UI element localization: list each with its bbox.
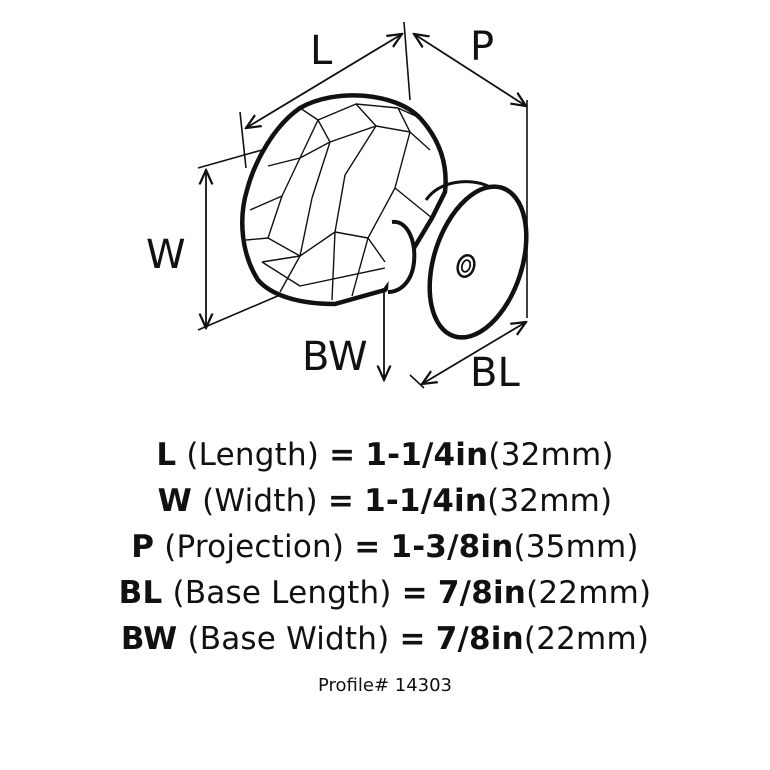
spec-metric-value: (32mm) xyxy=(487,483,613,519)
spec-description: (Length) xyxy=(186,437,320,473)
spec-equals: = xyxy=(399,621,426,657)
profile-number: Profile# 14303 xyxy=(317,675,453,696)
spec-code: W xyxy=(157,483,193,519)
length-dimension-line xyxy=(246,34,402,128)
base-length-dimension-line xyxy=(422,322,526,384)
spec-metric-value: (35mm) xyxy=(513,529,639,565)
spec-code: BW xyxy=(120,621,178,657)
spec-imperial-value: 1-3/8in xyxy=(390,529,514,565)
label-width: W xyxy=(146,232,186,278)
knob-neck xyxy=(387,219,417,294)
spec-description: (Base Length) xyxy=(172,575,392,611)
spec-metric-value: (22mm) xyxy=(526,575,652,611)
spec-equals: = xyxy=(327,483,355,519)
spec-description: (Base Width) xyxy=(187,621,390,657)
spec-metric-value: (32mm) xyxy=(488,437,614,473)
spec-equals: = xyxy=(354,529,381,565)
knob-base xyxy=(424,180,529,340)
spec-imperial-value: 7/8in xyxy=(435,621,524,657)
label-base-width: BW xyxy=(302,334,368,380)
knob-head xyxy=(240,93,448,307)
spec-base-width: BW (Base Width) = 7/8in(22mm) xyxy=(0,616,770,662)
spec-equals: = xyxy=(401,575,428,611)
label-projection: P xyxy=(470,24,494,70)
spec-equals: = xyxy=(329,437,356,473)
spec-code: L xyxy=(156,437,177,473)
spec-description: (Width) xyxy=(202,483,318,519)
spec-projection: P (Projection) = 1-3/8in(35mm) xyxy=(0,524,770,570)
spec-description: (Projection) xyxy=(164,529,345,565)
dimension-spec-list: L (Length) = 1-1/4in(32mm) W (Width) = 1… xyxy=(0,432,770,662)
label-base-length: BL xyxy=(470,350,520,396)
spec-imperial-value: 1-1/4in xyxy=(364,483,488,519)
spec-code: BL xyxy=(118,575,163,611)
spec-metric-value: (22mm) xyxy=(523,621,650,657)
projection-dimension-line xyxy=(414,34,526,106)
spec-width: W (Width) = 1-1/4in(32mm) xyxy=(0,478,770,524)
knob-dimension-drawing: L P W BW BL xyxy=(146,21,529,396)
spec-base-length: BL (Base Length) = 7/8in(22mm) xyxy=(0,570,770,616)
spec-imperial-value: 7/8in xyxy=(437,575,527,611)
spec-length: L (Length) = 1-1/4in(32mm) xyxy=(0,432,770,478)
label-length: L xyxy=(310,28,333,74)
spec-code: P xyxy=(131,529,155,565)
dimension-arrows xyxy=(206,34,526,384)
spec-imperial-value: 1-1/4in xyxy=(365,437,489,473)
